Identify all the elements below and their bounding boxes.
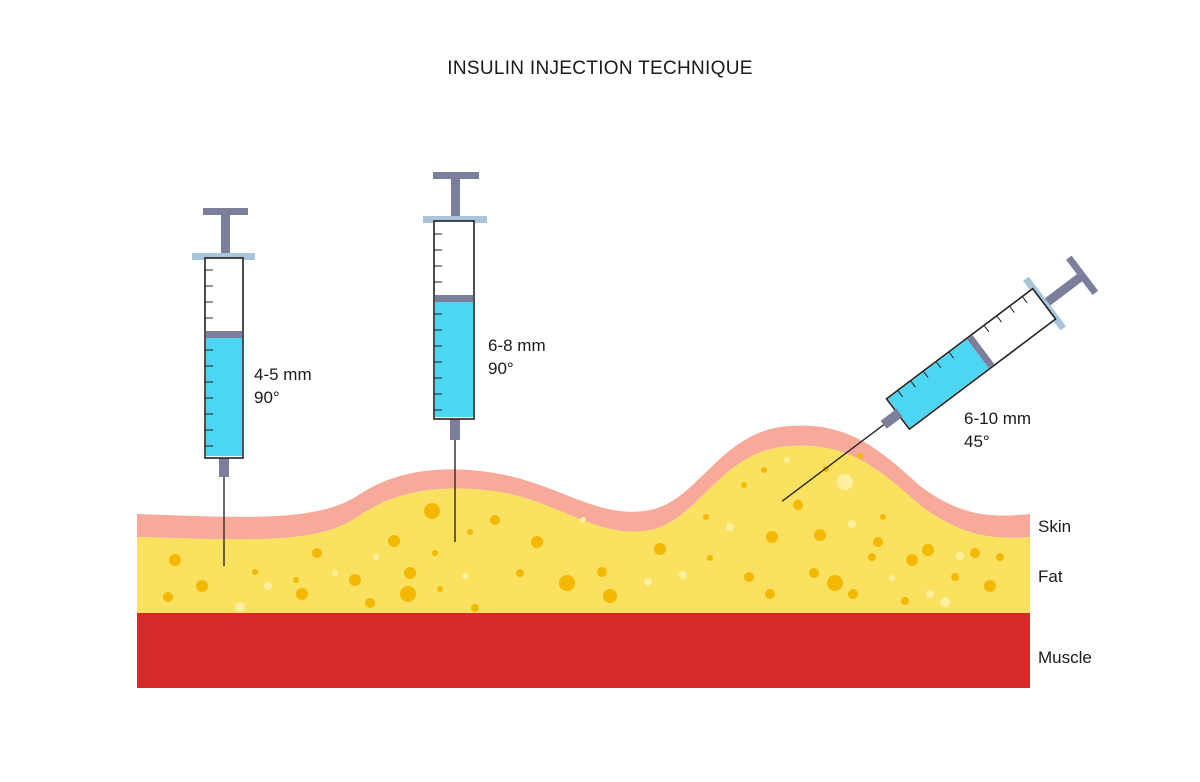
fat-layer (137, 445, 1030, 613)
needle-hub (450, 418, 460, 440)
skin-label: Skin (1038, 517, 1072, 536)
angle-text: 90° (488, 359, 514, 378)
depth-text: 6-8 mm (488, 336, 546, 355)
barrel-graduations (434, 233, 442, 411)
plunger-stopper (435, 295, 473, 302)
plunger-stopper (206, 331, 242, 338)
plunger-stopper (967, 335, 995, 369)
angle-text: 90° (254, 388, 280, 407)
needle-hub (219, 457, 229, 477)
needle-hub (880, 408, 903, 429)
barrel-graduations (205, 269, 213, 447)
syringe-6-8mm (423, 172, 487, 542)
flange (423, 216, 487, 223)
depth-text: 4-5 mm (254, 365, 312, 384)
diagram-title: INSULIN INJECTION TECHNIQUE (447, 58, 753, 79)
angle-text: 45° (964, 432, 990, 451)
flange (192, 253, 255, 260)
skin-layer (137, 425, 1030, 540)
injection-label-3: 6-10 mm 45° (964, 407, 1031, 453)
insulin-fill (887, 339, 989, 428)
muscle-label: Muscle (1038, 648, 1092, 667)
muscle-layer (137, 613, 1030, 688)
plunger-handle (1066, 255, 1099, 295)
syringe-6-10mm (781, 255, 1099, 502)
depth-text: 6-10 mm (964, 409, 1032, 428)
needle (781, 424, 885, 502)
injection-label-2: 6-8 mm 90° (488, 334, 546, 380)
injection-label-1: 4-5 mm 90° (254, 363, 312, 409)
insulin-fill (435, 302, 473, 417)
barrel-graduations (897, 296, 1028, 398)
fat-bubbles (163, 453, 1004, 612)
fat-label: Fat (1038, 567, 1063, 586)
insulin-fill (206, 338, 242, 456)
syringe-4-5mm (192, 208, 255, 566)
